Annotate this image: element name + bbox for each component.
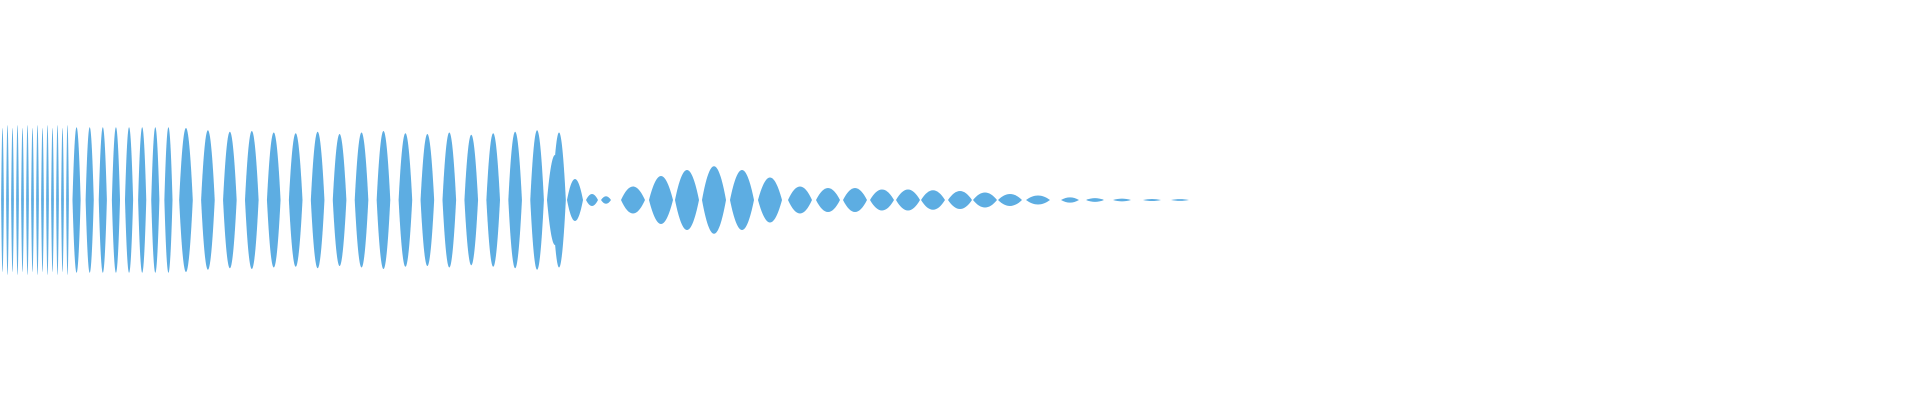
- waveform-lobe: [788, 186, 812, 214]
- waveform-lobe: [11, 128, 14, 272]
- waveform-lobe: [36, 125, 39, 275]
- waveform-lobe: [111, 127, 121, 273]
- waveform-lobe: [98, 127, 107, 273]
- waveform-lobe: [72, 127, 81, 273]
- waveform-lobe: [486, 133, 500, 267]
- waveform-lobe: [124, 127, 134, 273]
- waveform-lobe: [870, 189, 894, 211]
- waveform-lobes: [1, 125, 1189, 275]
- waveform-lobe: [245, 131, 259, 269]
- waveform-lobe: [354, 132, 369, 268]
- waveform-lobe: [179, 128, 193, 272]
- waveform-lobe: [1061, 197, 1079, 203]
- waveform-lobe: [921, 190, 945, 210]
- waveform-lobe: [21, 128, 24, 272]
- waveform-lobe: [547, 155, 563, 245]
- waveform-lobe: [332, 134, 347, 266]
- waveform-lobe: [398, 133, 413, 267]
- waveform-lobe: [266, 132, 281, 268]
- waveform-lobe: [998, 194, 1022, 206]
- waveform-lobe: [843, 188, 867, 212]
- waveform-lobe: [508, 131, 522, 269]
- waveform-lobe: [41, 128, 44, 272]
- waveform-lobe: [973, 192, 997, 208]
- waveform-lobe: [61, 128, 64, 272]
- waveform-lobe: [464, 134, 479, 266]
- waveform-lobe: [758, 177, 782, 223]
- waveform-lobe: [896, 189, 920, 211]
- waveform-lobe: [530, 130, 544, 270]
- waveform-lobe: [31, 128, 34, 272]
- waveform-lobe: [201, 130, 215, 270]
- waveform-lobe: [1, 128, 4, 272]
- waveform-lobe: [16, 125, 19, 275]
- waveform-lobe: [6, 125, 9, 275]
- waveform-lobe: [151, 127, 160, 273]
- waveform-lobe: [1086, 198, 1104, 202]
- waveform-lobe: [1171, 199, 1189, 201]
- waveform-lobe: [816, 188, 840, 212]
- waveform-lobe: [46, 125, 49, 275]
- waveform-lobe: [649, 176, 673, 224]
- waveform-lobe: [66, 125, 69, 275]
- waveform-lobe: [310, 131, 325, 269]
- waveform-lobe: [26, 125, 29, 275]
- waveform-lobe: [56, 125, 59, 275]
- waveform-lobe: [1113, 198, 1131, 202]
- waveform-lobe: [288, 133, 303, 267]
- waveform-lobe: [51, 128, 54, 272]
- waveform-lobe: [420, 134, 435, 266]
- waveform-lobe: [85, 127, 94, 273]
- waveform-lobe: [567, 179, 583, 221]
- waveform-lobe: [442, 132, 457, 268]
- waveform-lobe: [1143, 198, 1161, 202]
- waveform-lobe: [586, 194, 598, 206]
- waveform-lobe: [675, 170, 699, 230]
- waveform-lobe: [164, 127, 173, 273]
- waveform-lobe: [730, 170, 754, 230]
- waveform-lobe: [702, 166, 726, 234]
- waveform-lobe: [223, 131, 237, 269]
- waveform-lobe: [601, 196, 611, 204]
- waveform-lobe: [138, 127, 147, 273]
- waveform-lobe: [621, 186, 645, 214]
- waveform-lobe: [376, 131, 391, 269]
- waveform-lobe: [1026, 195, 1050, 205]
- waveform-lobe: [948, 191, 972, 209]
